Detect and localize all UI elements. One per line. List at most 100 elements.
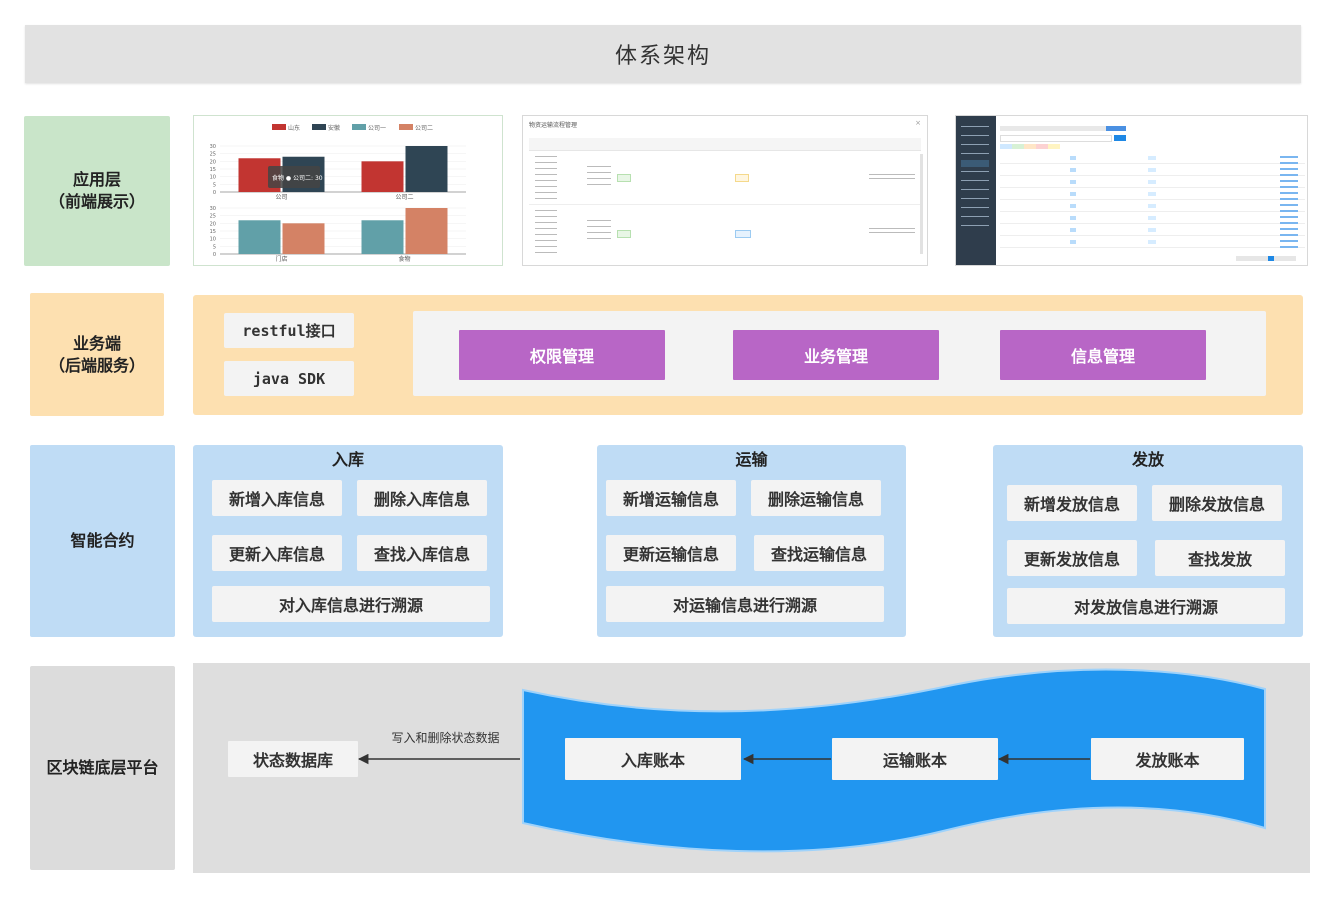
- restful-api-box: restful接口: [224, 313, 354, 348]
- chart-tick-label: 15: [210, 229, 216, 235]
- ledger-distribution: 发放账本: [1091, 738, 1244, 780]
- contract-fn-trace: 对发放信息进行溯源: [1007, 588, 1285, 624]
- chart-tick-label: 20: [210, 159, 216, 165]
- contract-fn: 查找发放: [1155, 540, 1285, 576]
- layer-label-biz-line1: 业务端: [72, 333, 121, 353]
- table-screenshot-title: 物资运输流程管理: [529, 122, 578, 129]
- legend-swatch: [312, 124, 326, 130]
- table-row: [529, 208, 921, 258]
- chart-bar: [361, 161, 404, 192]
- contract-title-transport: 运输: [735, 450, 768, 469]
- contract-fn: 查找运输信息: [754, 535, 884, 571]
- contract-fn-trace: 对运输信息进行溯源: [606, 586, 884, 622]
- write-arrow-label: 写入和删除状态数据: [391, 730, 500, 745]
- table-cell-text: [869, 228, 915, 236]
- contract-fn: 删除运输信息: [751, 480, 881, 516]
- contract-fn: 更新运输信息: [606, 535, 736, 571]
- scrollbar[interactable]: [920, 154, 923, 254]
- chart-tick-label: 15: [210, 167, 216, 173]
- java-sdk-box: java SDK: [224, 361, 354, 396]
- table-cell-text: [535, 210, 557, 254]
- chart-bar: [405, 208, 448, 254]
- page-title: 体系架构: [25, 25, 1301, 83]
- admin-action-buttons[interactable]: [1000, 144, 1060, 149]
- legend-label: 安徽: [328, 124, 340, 132]
- chart-tick-label: 25: [210, 214, 216, 220]
- contract-fn: 更新入库信息: [212, 535, 342, 571]
- contract-fn-trace: 对入库信息进行溯源: [212, 586, 490, 622]
- legend-label: 公司一: [368, 125, 386, 132]
- chart-tooltip: 食物 ● 公司二: 30: [268, 166, 323, 188]
- pagination-current[interactable]: [1268, 256, 1274, 261]
- table-header-row: [529, 138, 921, 151]
- layer-label-app-line2: （前端展示）: [48, 192, 145, 211]
- pagination[interactable]: [1236, 256, 1296, 261]
- table-row-actions[interactable]: [1280, 156, 1298, 251]
- contract-fn: 删除发放信息: [1152, 485, 1282, 521]
- admin-sidebar: [956, 116, 996, 265]
- table-cell-text: [587, 220, 611, 244]
- chart-category-label: 公司: [275, 194, 287, 201]
- contract-fn: 新增入库信息: [212, 480, 342, 516]
- table-tags: [1070, 156, 1076, 251]
- chart-bottom-panel: 302520151050门店食物: [210, 206, 466, 263]
- admin-screenshot: [955, 115, 1308, 266]
- chart-tick-label: 0: [213, 252, 216, 258]
- contract-fn: 查找入库信息: [357, 535, 487, 571]
- admin-tabs[interactable]: [1000, 126, 1120, 131]
- chart-category-label: 公司二: [395, 194, 413, 201]
- table-cell-text: [535, 156, 557, 200]
- chart-bar: [282, 223, 325, 254]
- ledger-inbound: 入库账本: [565, 738, 741, 780]
- status-badge: [735, 174, 749, 182]
- layer-label-chain: 区块链底层平台: [30, 666, 175, 870]
- chart-tick-label: 5: [213, 182, 216, 188]
- ledger-transport: 运输账本: [832, 738, 998, 780]
- chart-category-label: 门店: [275, 255, 287, 263]
- table-tags: [1148, 156, 1156, 251]
- table-row: [529, 152, 921, 205]
- chart-tick-label: 0: [213, 190, 216, 196]
- layer-label-app-line1: 应用层: [72, 170, 121, 189]
- search-button[interactable]: [1114, 135, 1126, 141]
- layer-label-app: 应用层 （前端展示）: [24, 116, 170, 266]
- sidebar-item-active[interactable]: [961, 160, 989, 167]
- table-screenshot: 物资运输流程管理 ×: [522, 115, 928, 266]
- chart-tick-label: 5: [213, 244, 216, 250]
- table-cell-text: [587, 166, 611, 190]
- contract-title-distribution: 发放: [1131, 450, 1164, 469]
- search-input[interactable]: [1000, 135, 1112, 142]
- layer-label-biz: 业务端（后端服务）: [30, 293, 164, 416]
- contract-fn: 删除入库信息: [357, 480, 487, 516]
- status-badge: [617, 174, 631, 182]
- info-module: 信息管理: [1000, 330, 1206, 380]
- chart-tick-label: 30: [210, 206, 216, 212]
- chart-tick-label: 10: [210, 175, 216, 181]
- chart-tick-label: 30: [210, 144, 216, 150]
- tab-active[interactable]: [1106, 126, 1126, 131]
- contract-fn: 新增发放信息: [1007, 485, 1137, 521]
- contract-fn: 新增运输信息: [606, 480, 736, 516]
- chart-tick-label: 25: [210, 152, 216, 158]
- legend-swatch: [399, 124, 413, 130]
- close-icon: ×: [915, 119, 921, 127]
- sidebar-menu-items[interactable]: [961, 126, 989, 226]
- chart-tick-label: 10: [210, 237, 216, 243]
- business-module: 业务管理: [733, 330, 939, 380]
- chart-bar: [405, 146, 448, 192]
- chart-bar: [361, 220, 404, 254]
- layer-label-contract: 智能合约: [30, 445, 175, 637]
- chart-category-label: 食物: [398, 255, 410, 263]
- chart-tooltip-text: 食物 ● 公司二: 30: [272, 174, 323, 182]
- chart-tooltip-bg: [268, 166, 320, 188]
- legend-swatch: [352, 124, 366, 130]
- state-database: 状态数据库: [228, 741, 358, 777]
- admin-table: [1000, 152, 1305, 252]
- layer-label-biz-line2: （后端服务）: [48, 355, 145, 375]
- status-badge: [735, 230, 751, 238]
- chart-legend: 山东安徽公司一公司二: [272, 124, 433, 132]
- mini-chart: 山东安徽公司一公司二 302520151050公司公司二 30252015105…: [210, 124, 466, 263]
- legend-label: 山东: [288, 124, 300, 132]
